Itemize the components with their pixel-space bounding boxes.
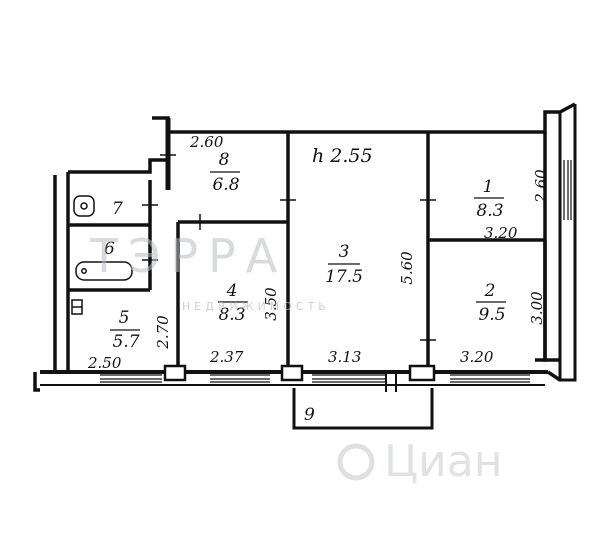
watermark-brand-sub: НЕДВИЖИМОСТЬ (182, 300, 330, 313)
room-5-number: 5 (119, 308, 130, 328)
room-4-number: 4 (226, 281, 238, 301)
dim-room1-side: 2.60 (532, 169, 550, 204)
room-3-number: 3 (339, 242, 350, 262)
dim-room3-side: 5.60 (398, 251, 416, 285)
room-2-area: 9.5 (478, 305, 505, 325)
dim-bottom-room3: 3.13 (328, 348, 361, 366)
room-8-area: 6.8 (212, 175, 239, 195)
room-8-number: 8 (219, 150, 230, 170)
ceiling-height: h 2.55 (312, 145, 373, 167)
dim-room1-bottom: 3.20 (484, 224, 518, 242)
watermark-brand: ТЭРРА (89, 229, 287, 283)
windows (100, 160, 572, 383)
watermark-cian: Циан (384, 436, 503, 487)
balcony-outline (292, 388, 434, 430)
dim-room5-side: 2.70 (154, 315, 172, 350)
room-1-area: 8.3 (476, 201, 503, 221)
room-6-number: 6 (104, 239, 115, 259)
balcony-door (385, 370, 397, 392)
room-7-number: 7 (112, 199, 123, 219)
bathtub-icon (75, 261, 133, 281)
dim-room2-side: 3.00 (528, 291, 546, 325)
dim-bottom-room5: 2.50 (87, 354, 122, 372)
room-2-number: 2 (484, 281, 496, 301)
dim-hall-top: 2.60 (189, 133, 224, 151)
dim-bottom-room2: 3.20 (460, 348, 494, 366)
door-markers (142, 154, 436, 341)
room-4-area: 8.3 (218, 305, 245, 325)
dim-bottom-room4: 2.37 (209, 348, 244, 366)
sink-icon (73, 195, 95, 217)
dim-room4-side: 3.50 (262, 287, 280, 321)
room-3-area: 17.5 (325, 267, 363, 287)
room-9-number: 9 (304, 405, 315, 425)
toilet-icon (71, 299, 83, 315)
watermark-cian-logo: Циан (337, 436, 503, 487)
wall-piers (163, 364, 436, 382)
room-1-number: 1 (483, 177, 494, 197)
room-5-area: 5.7 (112, 332, 139, 352)
